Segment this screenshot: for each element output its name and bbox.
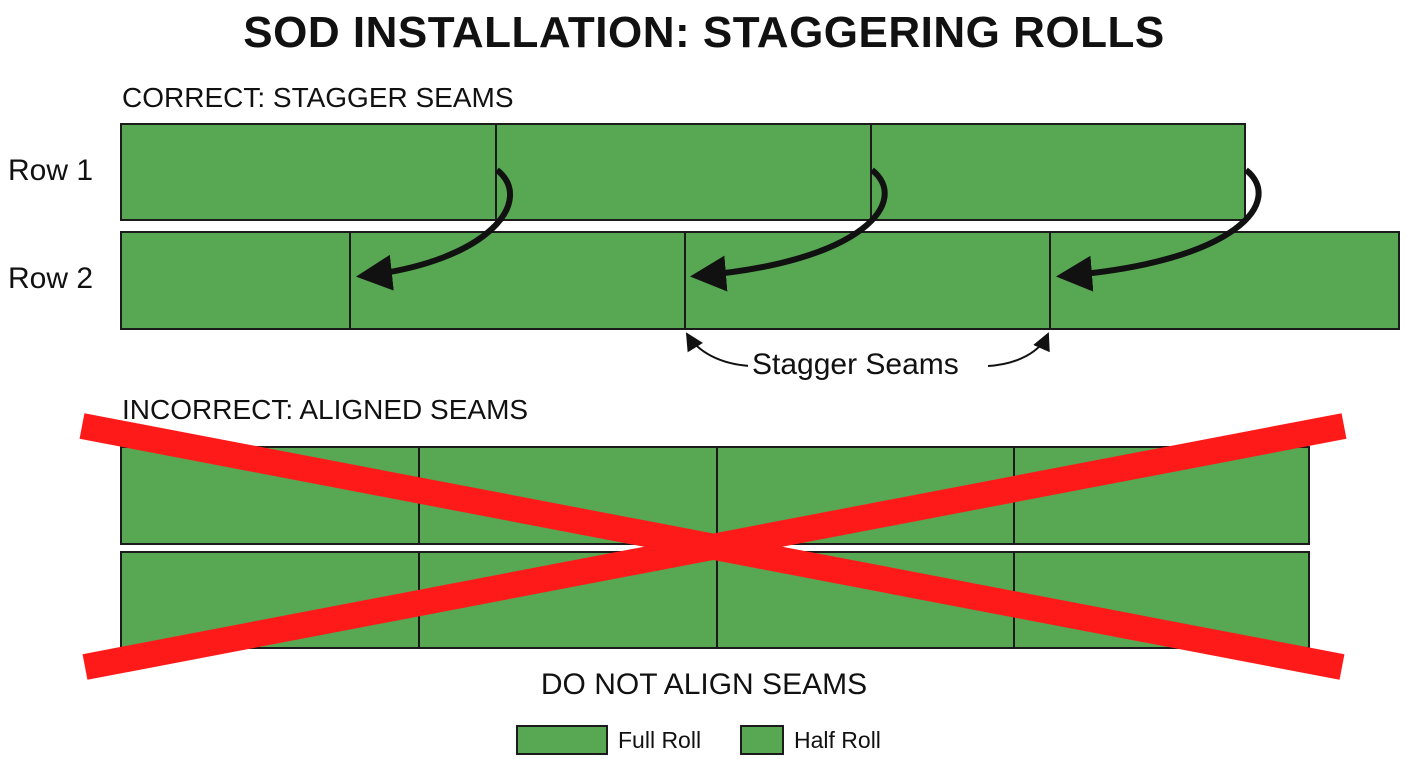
- sod-roll-full: [1049, 231, 1400, 330]
- sod-roll-full: [495, 123, 872, 221]
- stagger-arrow: [356, 167, 513, 291]
- sod-roll-full: [120, 123, 497, 221]
- legend-full-roll: Full Roll: [516, 724, 701, 756]
- sod-roll: [1013, 446, 1310, 545]
- do-not-align-warning: DO NOT ALIGN SEAMS: [540, 668, 868, 701]
- full-roll-swatch: [516, 725, 608, 755]
- sod-roll-half: [120, 231, 351, 330]
- stagger-seams-callout: Stagger Seams: [748, 348, 963, 382]
- callout-arrow-right: [987, 332, 1050, 367]
- sod-roll-full: [684, 231, 1051, 330]
- stagger-arrow: [690, 167, 888, 292]
- sod-roll-full: [870, 123, 1246, 221]
- page-title: SOD INSTALLATION: STAGGERING ROLLS: [243, 8, 1165, 57]
- row-1-label: Row 1: [8, 154, 94, 187]
- incorrect-section-label: INCORRECT: ALIGNED SEAMS: [122, 394, 529, 425]
- sod-roll: [1013, 551, 1310, 649]
- legend-half-roll-label: Half Roll: [794, 726, 881, 753]
- row-2-label: Row 2: [8, 262, 94, 295]
- legend-half-roll: Half Roll: [740, 724, 881, 756]
- half-roll-swatch: [740, 725, 784, 755]
- correct-section-label: CORRECT: STAGGER SEAMS: [122, 82, 514, 113]
- callout-arrow-left: [685, 332, 751, 367]
- legend-full-roll-label: Full Roll: [618, 726, 702, 753]
- sod-roll-full: [349, 231, 686, 330]
- stagger-arrow: [1056, 167, 1262, 292]
